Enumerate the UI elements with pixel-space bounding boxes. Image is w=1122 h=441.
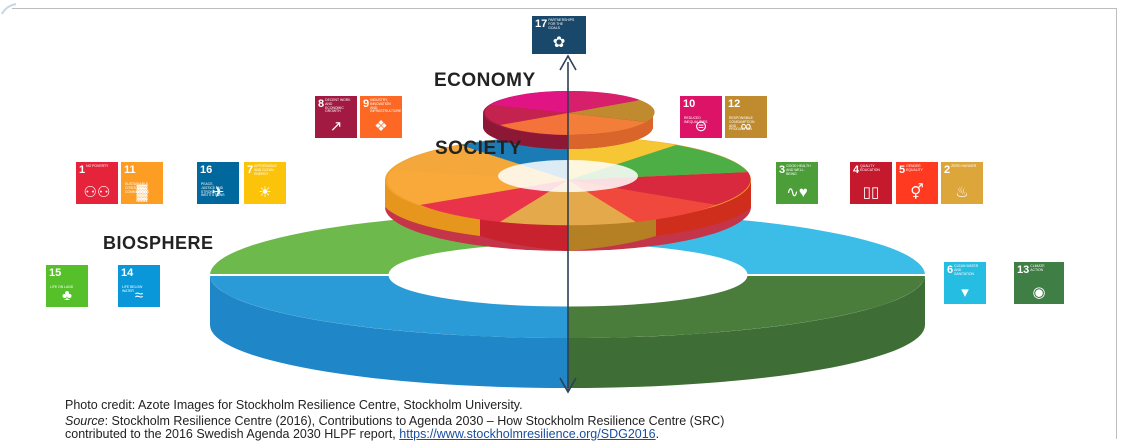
book-icon: ▯▯ bbox=[862, 184, 880, 201]
biosphere-side-blue bbox=[210, 275, 568, 389]
goal-number: 7 bbox=[247, 164, 254, 176]
goal-number: 1 bbox=[79, 164, 86, 176]
biosphere-top-dark-green bbox=[568, 275, 925, 338]
sdg-4-tile: 4QUALITY EDUCATION ▯▯ bbox=[850, 162, 892, 204]
source-text-2: contributed to the 2016 Swedish Agenda 2… bbox=[65, 427, 400, 441]
goal-label: CLIMATE ACTION bbox=[1030, 264, 1045, 272]
cubes-icon: ❖ bbox=[374, 118, 388, 135]
source-link[interactable]: https://www.stockholmresilience.org/SDG2… bbox=[399, 427, 656, 441]
goal-label: RESPONSIBLE CONSUMPTION AND PRODUCTION bbox=[729, 116, 755, 132]
sdg-11-tile: 11SUSTAINABLE CITIES AND COMMUNITIES▓ bbox=[121, 162, 163, 204]
photo-credit: Photo credit: Azote Images for Stockholm… bbox=[65, 398, 523, 412]
source-line: Source: Stockholm Resilience Centre (201… bbox=[65, 414, 724, 428]
source-text: : Stockholm Resilience Centre (2016), Co… bbox=[104, 414, 725, 428]
source-end: . bbox=[655, 427, 660, 441]
eye-globe-icon: ◉ bbox=[1032, 284, 1046, 301]
partnership-icon: ✿ bbox=[552, 34, 566, 51]
sdg-7-tile: 7AFFORDABLE AND CLEAN ENERGY ☀ bbox=[244, 162, 286, 204]
goal-number: 6 bbox=[947, 264, 954, 276]
goal-number: 2 bbox=[944, 164, 951, 176]
sdg-5-tile: 5GENDER EQUALITY ⚥ bbox=[896, 162, 938, 204]
source-line-2: contributed to the 2016 Swedish Agenda 2… bbox=[65, 427, 659, 441]
goal-number: 17 bbox=[535, 18, 548, 30]
goal-label: QUALITY EDUCATION bbox=[860, 164, 880, 172]
family-icon: ⚇⚇ bbox=[83, 184, 111, 201]
goal-label: REDUCED INEQUALITIES bbox=[684, 116, 708, 124]
sdg-9-tile: 9INDUSTRY, INNOVATION AND INFRASTRUCTURE… bbox=[360, 96, 402, 138]
sdg-1-tile: 1NO POVERTY ⚇⚇ bbox=[76, 162, 118, 204]
corner-arc-icon bbox=[1, 3, 17, 15]
society-title: SOCIETY bbox=[435, 138, 522, 159]
goal-label: LIFE BELOW WATER bbox=[122, 285, 143, 293]
central-axis bbox=[559, 54, 577, 394]
goal-label: NO POVERTY bbox=[86, 164, 109, 168]
sdg-8-tile: 8DECENT WORK AND ECONOMIC GROWTH ↗ bbox=[315, 96, 357, 138]
sdg-10-tile: 10REDUCED INEQUALITIES⊜ bbox=[680, 96, 722, 138]
sdg-2-tile: 2ZERO HUNGER ♨ bbox=[941, 162, 983, 204]
goal-label: AFFORDABLE AND CLEAN ENERGY bbox=[254, 164, 277, 176]
economy-title: ECONOMY bbox=[434, 70, 536, 91]
gender-icon: ⚥ bbox=[910, 184, 924, 201]
sdg-6-tile: 6CLEAN WATER AND SANITATION ▾ bbox=[944, 262, 986, 304]
goal-label: GOOD HEALTH AND WELL-BEING bbox=[786, 164, 811, 176]
sdg-16-tile: 16PEACE, JUSTICE AND STRONG INSTITUTIONS… bbox=[197, 162, 239, 204]
sdg-17-tile: 17PARTNERSHIPS FOR THE GOALS ✿ bbox=[532, 16, 586, 54]
dove-icon: ✈ bbox=[211, 184, 225, 201]
goal-number: 11 bbox=[124, 164, 136, 176]
water-drop-icon: ▾ bbox=[961, 284, 969, 301]
sdg-14-tile: 14LIFE BELOW WATER≈ bbox=[118, 265, 160, 307]
goal-number: 8 bbox=[318, 98, 325, 110]
biosphere-title: BIOSPHERE bbox=[103, 233, 214, 253]
heartbeat-icon: ∿♥ bbox=[786, 184, 808, 201]
axis-down-arrow-icon bbox=[559, 377, 577, 394]
axis-up-arrow-icon bbox=[559, 54, 577, 71]
bowl-icon: ♨ bbox=[955, 184, 969, 201]
goal-label: CLEAN WATER AND SANITATION bbox=[954, 264, 979, 276]
sdg-15-tile: 15LIFE ON LAND♣ bbox=[46, 265, 88, 307]
sdg-12-tile: 12RESPONSIBLE CONSUMPTION AND PRODUCTION… bbox=[725, 96, 767, 138]
goal-number: 16 bbox=[200, 164, 213, 176]
goal-label: ZERO HUNGER bbox=[951, 164, 977, 168]
biosphere-side-green bbox=[568, 275, 925, 389]
growth-chart-icon: ↗ bbox=[329, 118, 343, 135]
biosphere-top-blue bbox=[210, 275, 568, 339]
city-icon: ▓ bbox=[136, 184, 148, 201]
goal-number: 3 bbox=[779, 164, 786, 176]
goal-number: 14 bbox=[121, 267, 134, 279]
sdg-13-tile: 13CLIMATE ACTION ◉ bbox=[1014, 262, 1064, 304]
goal-number: 10 bbox=[683, 98, 696, 110]
fish-icon: ≈ bbox=[134, 287, 144, 304]
equal-icon: ⊜ bbox=[694, 118, 708, 135]
goal-label: INDUSTRY, INNOVATION AND INFRASTRUCTURE bbox=[370, 98, 402, 114]
sdg-3-tile: 3GOOD HEALTH AND WELL-BEING ∿♥ bbox=[776, 162, 818, 204]
goal-number: 5 bbox=[899, 164, 906, 176]
goal-number: 9 bbox=[363, 98, 370, 110]
sun-icon: ☀ bbox=[258, 184, 272, 201]
goal-label: DECENT WORK AND ECONOMIC GROWTH bbox=[325, 98, 351, 114]
tree-icon: ♣ bbox=[62, 287, 72, 304]
goal-number: 12 bbox=[728, 98, 741, 110]
goal-label: PARTNERSHIPS FOR THE GOALS bbox=[548, 18, 575, 30]
goal-label: SUSTAINABLE CITIES AND COMMUNITIES bbox=[125, 182, 150, 194]
infinity-icon: ∞ bbox=[740, 118, 752, 135]
goal-label: GENDER EQUALITY bbox=[906, 164, 923, 172]
goal-label: LIFE ON LAND bbox=[50, 285, 74, 289]
goal-number: 4 bbox=[853, 164, 860, 176]
goal-label: PEACE, JUSTICE AND STRONG INSTITUTIONS bbox=[201, 182, 225, 198]
wedding-cake-diagram bbox=[210, 54, 925, 394]
goal-number: 13 bbox=[1017, 264, 1030, 276]
figure-frame bbox=[12, 8, 1117, 439]
goal-number: 15 bbox=[49, 267, 62, 279]
source-label: Source bbox=[65, 414, 105, 428]
